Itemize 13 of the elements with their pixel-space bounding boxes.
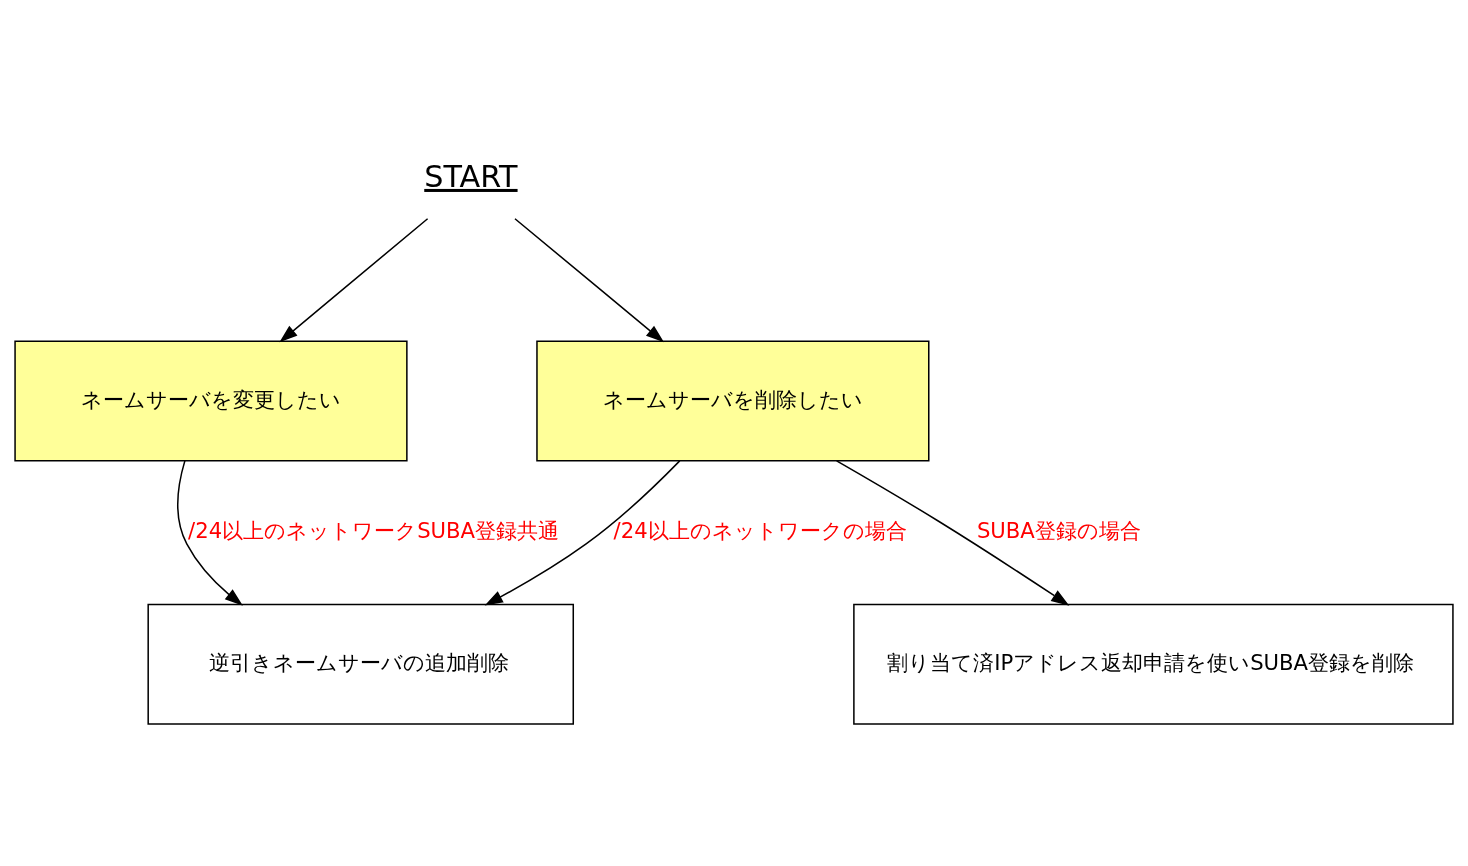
arrow	[835, 459, 1070, 606]
node-box: ネームサーバを削除したい	[536, 339, 930, 461]
arrow	[177, 459, 243, 606]
node-box: ネームサーバを変更したい	[14, 339, 408, 461]
arrow	[279, 217, 429, 342]
edge-label: /24以上のネットワークSUBA登録共通	[188, 517, 560, 543]
arrow	[514, 217, 664, 342]
arrow	[484, 459, 681, 605]
node-text: START	[424, 158, 518, 194]
node-box: 逆引きネームサーバの追加削除	[147, 603, 575, 725]
node-box: 割り当て済IPアドレス返却申請を使いSUBA登録を削除	[853, 603, 1454, 725]
edge-label: /24以上のネットワークの場合	[613, 517, 907, 543]
edge-label: SUBA登録の場合	[976, 517, 1141, 543]
